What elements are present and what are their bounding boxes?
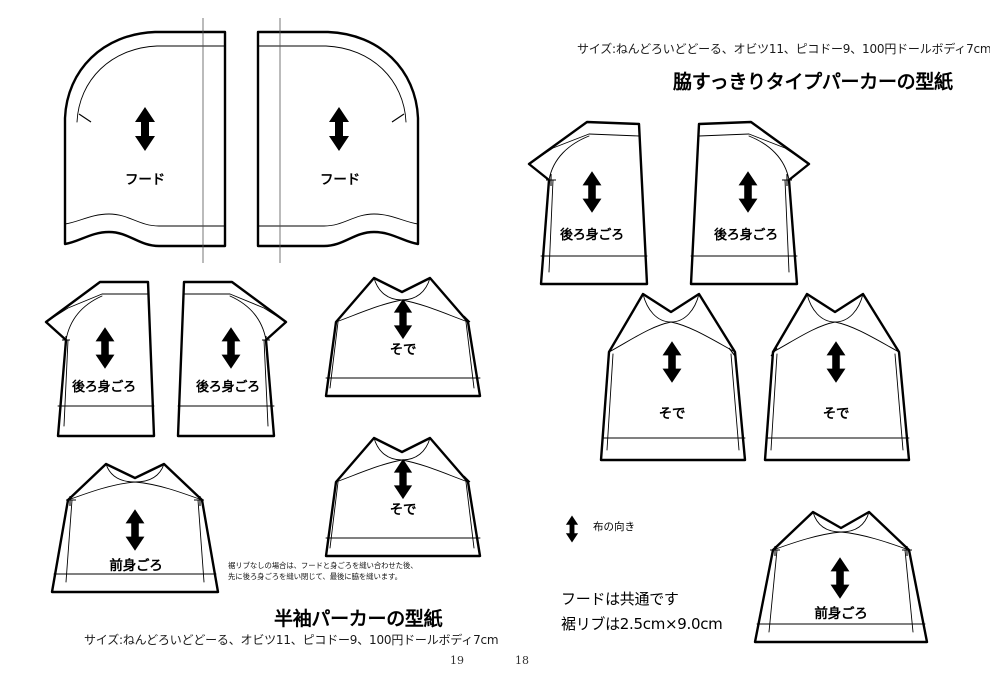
piece-label-sleeve-1: そで [658,406,686,422]
pattern-piece-back-bodice-1: 後ろ身ごろ [44,278,162,440]
piece-label-front-bodice: 前身ごろ [814,606,868,622]
info-line-hood-common: フードは共通です [561,590,679,608]
left-page-title: 半袖パーカーの型紙 [274,608,443,630]
piece-label-sleeve-2: そで [389,502,417,518]
piece-label-back-bodice-2: 後ろ身ごろ [195,380,260,395]
grain-arrow-icon [125,509,145,551]
right-page-number: 18 [515,654,529,667]
note-line-1: 裾リブなしの場合は、フードと身ごろを縫い合わせた後、 [228,561,418,570]
piece-label-back-bodice-1: 後ろ身ごろ [559,228,624,243]
sewing-instruction-note: 裾リブなしの場合は、フードと身ごろを縫い合わせた後、 先に後ろ身ごろを縫い閉じて… [228,561,418,582]
piece-label-sleeve-1: そで [389,342,417,358]
pattern-piece-hood-1: フード [55,18,240,263]
grain-arrow-icon [135,107,155,151]
pattern-info-block: フードは共通です 裾リブは2.5cm×9.0cm [561,588,723,634]
left-page-size-note: サイズ:ねんどろいどどーる、オビツ11、ピコドー9、100円ドールボディ7cm [84,633,499,647]
pattern-piece-sleeve-2: そで [757,288,917,466]
pattern-piece-sleeve-1: そで [318,270,486,402]
grain-arrow-icon [95,327,115,369]
piece-label-sleeve-2: そで [822,406,850,422]
pattern-piece-back-bodice-1: 後ろ身ごろ [527,118,655,290]
left-page-number: 19 [450,654,464,667]
pattern-piece-back-bodice-2: 後ろ身ごろ [170,278,288,440]
right-page-size-note: サイズ:ねんどろいどどーる、オビツ11、ピコドー9、100円ドールボディ7cm [577,42,990,56]
grain-arrow-icon [738,171,758,213]
grain-arrow-icon [393,298,413,340]
right-page-title: 脇すっきりタイプパーカーの型紙 [673,71,953,93]
piece-label-back-bodice-2: 後ろ身ごろ [713,228,778,243]
grain-arrow-icon [565,515,579,543]
grain-arrow-icon [393,458,413,500]
pattern-piece-front-bodice: 前身ごろ [42,458,228,598]
pattern-piece-sleeve-1: そで [593,288,753,466]
grain-arrow-icon [221,327,241,369]
piece-label-hood-2: フード [320,172,360,188]
pattern-piece-front-bodice: 前身ごろ [743,506,939,648]
grain-arrow-icon [830,557,850,599]
right-page: サイズ:ねんどろいどどーる、オビツ11、ピコドー9、100円ドールボディ7cm … [495,0,990,700]
grain-arrow-icon [826,341,846,383]
grain-direction-caption: 布の向き [593,521,635,533]
grain-arrow-icon [329,107,349,151]
grain-arrow-icon [582,171,602,213]
piece-label-back-bodice-1: 後ろ身ごろ [71,380,136,395]
pattern-piece-back-bodice-2: 後ろ身ごろ [683,118,811,290]
grain-arrow-icon [662,341,682,383]
piece-label-hood-1: フード [125,172,165,188]
left-page: フード フード [42,18,499,667]
note-line-2: 先に後ろ身ごろを縫い閉じて、最後に脇を縫います。 [228,571,402,581]
pattern-piece-hood-2: フード [248,18,433,263]
info-line-hem-rib: 裾リブは2.5cm×9.0cm [561,615,723,633]
piece-label-front-bodice: 前身ごろ [109,558,163,574]
pattern-piece-sleeve-2: そで [318,430,486,562]
